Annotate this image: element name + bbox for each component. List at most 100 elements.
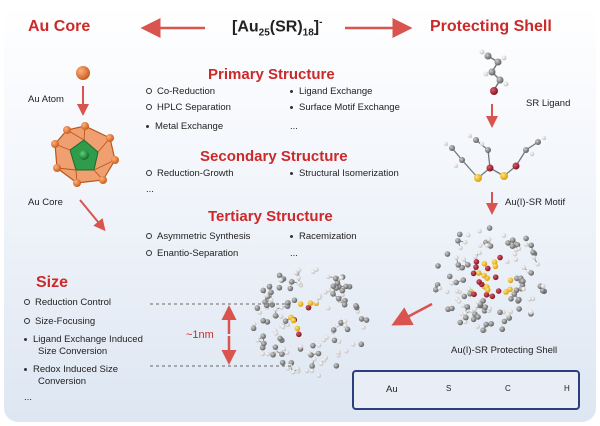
- atom: [455, 262, 462, 268]
- atom: [278, 314, 284, 319]
- atom: [279, 305, 284, 310]
- atom: [489, 293, 496, 300]
- secondary-item-ellipsis: ...: [146, 184, 154, 195]
- atom: [491, 259, 498, 265]
- atom: [528, 270, 535, 276]
- atom: [279, 351, 285, 358]
- legend-au-label: Au: [386, 384, 398, 395]
- atom: [290, 317, 297, 324]
- atom: [336, 350, 341, 355]
- primary-structure-title: Primary Structure: [208, 66, 335, 83]
- atom: [338, 275, 344, 281]
- au-sr-motif-model: [443, 133, 547, 182]
- atom: [291, 297, 298, 304]
- atom: [449, 305, 455, 312]
- atom: [269, 301, 275, 308]
- atom: [444, 289, 450, 295]
- atom: [296, 280, 302, 286]
- primary-item: Ligand Exchange: [290, 86, 372, 97]
- atom: [289, 278, 295, 285]
- atom: [338, 319, 344, 326]
- atom: [466, 286, 472, 292]
- atom: [279, 359, 286, 366]
- atom: [471, 291, 477, 298]
- atom: [540, 283, 546, 289]
- atom: [358, 316, 365, 322]
- atom: [435, 263, 441, 269]
- atom: [505, 240, 511, 246]
- atom: [432, 286, 439, 293]
- atom: [486, 237, 492, 242]
- atom: [530, 296, 536, 302]
- atom: [316, 343, 322, 348]
- atom: [294, 325, 301, 332]
- atom: [460, 277, 467, 283]
- atom: [285, 299, 291, 306]
- atom: [257, 310, 263, 315]
- atom: [276, 284, 283, 291]
- atom: [487, 306, 492, 312]
- atom: [475, 314, 481, 320]
- atom: [453, 279, 459, 286]
- atom: [266, 283, 273, 290]
- tertiary-item: Asymmetric Synthesis: [146, 231, 250, 242]
- atom: [483, 292, 490, 298]
- atom: [331, 337, 338, 344]
- size-item-continued: Conversion: [38, 376, 87, 387]
- atom: [488, 320, 494, 327]
- atom: [261, 340, 267, 347]
- atom: [353, 303, 359, 309]
- tertiary-item: Enantio-Separation: [146, 248, 238, 259]
- atom: [509, 243, 516, 250]
- atom: [507, 277, 514, 284]
- atom: [276, 272, 283, 279]
- scale-label: ~1nm: [186, 329, 214, 341]
- atom: [527, 296, 532, 302]
- atom: [309, 368, 315, 374]
- atom: [298, 344, 304, 349]
- atom: [330, 291, 336, 297]
- atom: [309, 363, 315, 369]
- atom: [323, 289, 328, 295]
- atom: [486, 225, 493, 231]
- atom: [475, 299, 481, 305]
- header-protecting-shell: Protecting Shell: [430, 18, 552, 35]
- atom: [358, 341, 365, 348]
- atom: [272, 312, 279, 319]
- atom: [277, 335, 283, 342]
- atom: [483, 321, 489, 328]
- atom: [476, 279, 482, 285]
- atom: [501, 318, 508, 325]
- atom: [306, 350, 312, 355]
- atom: [335, 322, 340, 328]
- atom: [460, 303, 466, 308]
- atom: [260, 333, 266, 340]
- atom: [318, 361, 324, 367]
- atom: [514, 242, 521, 248]
- header-au-core: Au Core: [28, 18, 91, 35]
- atom: [270, 351, 276, 358]
- atom: [265, 351, 271, 357]
- label-au-core: Au Core: [28, 197, 63, 208]
- atom: [291, 369, 296, 375]
- primary-item: Metal Exchange: [146, 121, 223, 132]
- atom: [523, 242, 529, 247]
- atom: [454, 255, 459, 260]
- atom: [499, 326, 506, 333]
- atom: [508, 296, 514, 302]
- atom: [512, 251, 518, 257]
- size-item-continued: Size Conversion: [38, 346, 108, 357]
- protecting-shell-model: [432, 225, 547, 334]
- secondary-item: Structural Isomerization: [290, 168, 399, 179]
- atom: [315, 350, 322, 357]
- atom: [350, 342, 356, 347]
- atom: [293, 270, 299, 276]
- atom: [509, 237, 516, 243]
- atom: [325, 274, 331, 280]
- atom: [473, 254, 478, 260]
- atom: [492, 263, 499, 270]
- atom: [482, 304, 489, 310]
- atom: [282, 318, 289, 324]
- tertiary-item-ellipsis: ...: [290, 248, 298, 259]
